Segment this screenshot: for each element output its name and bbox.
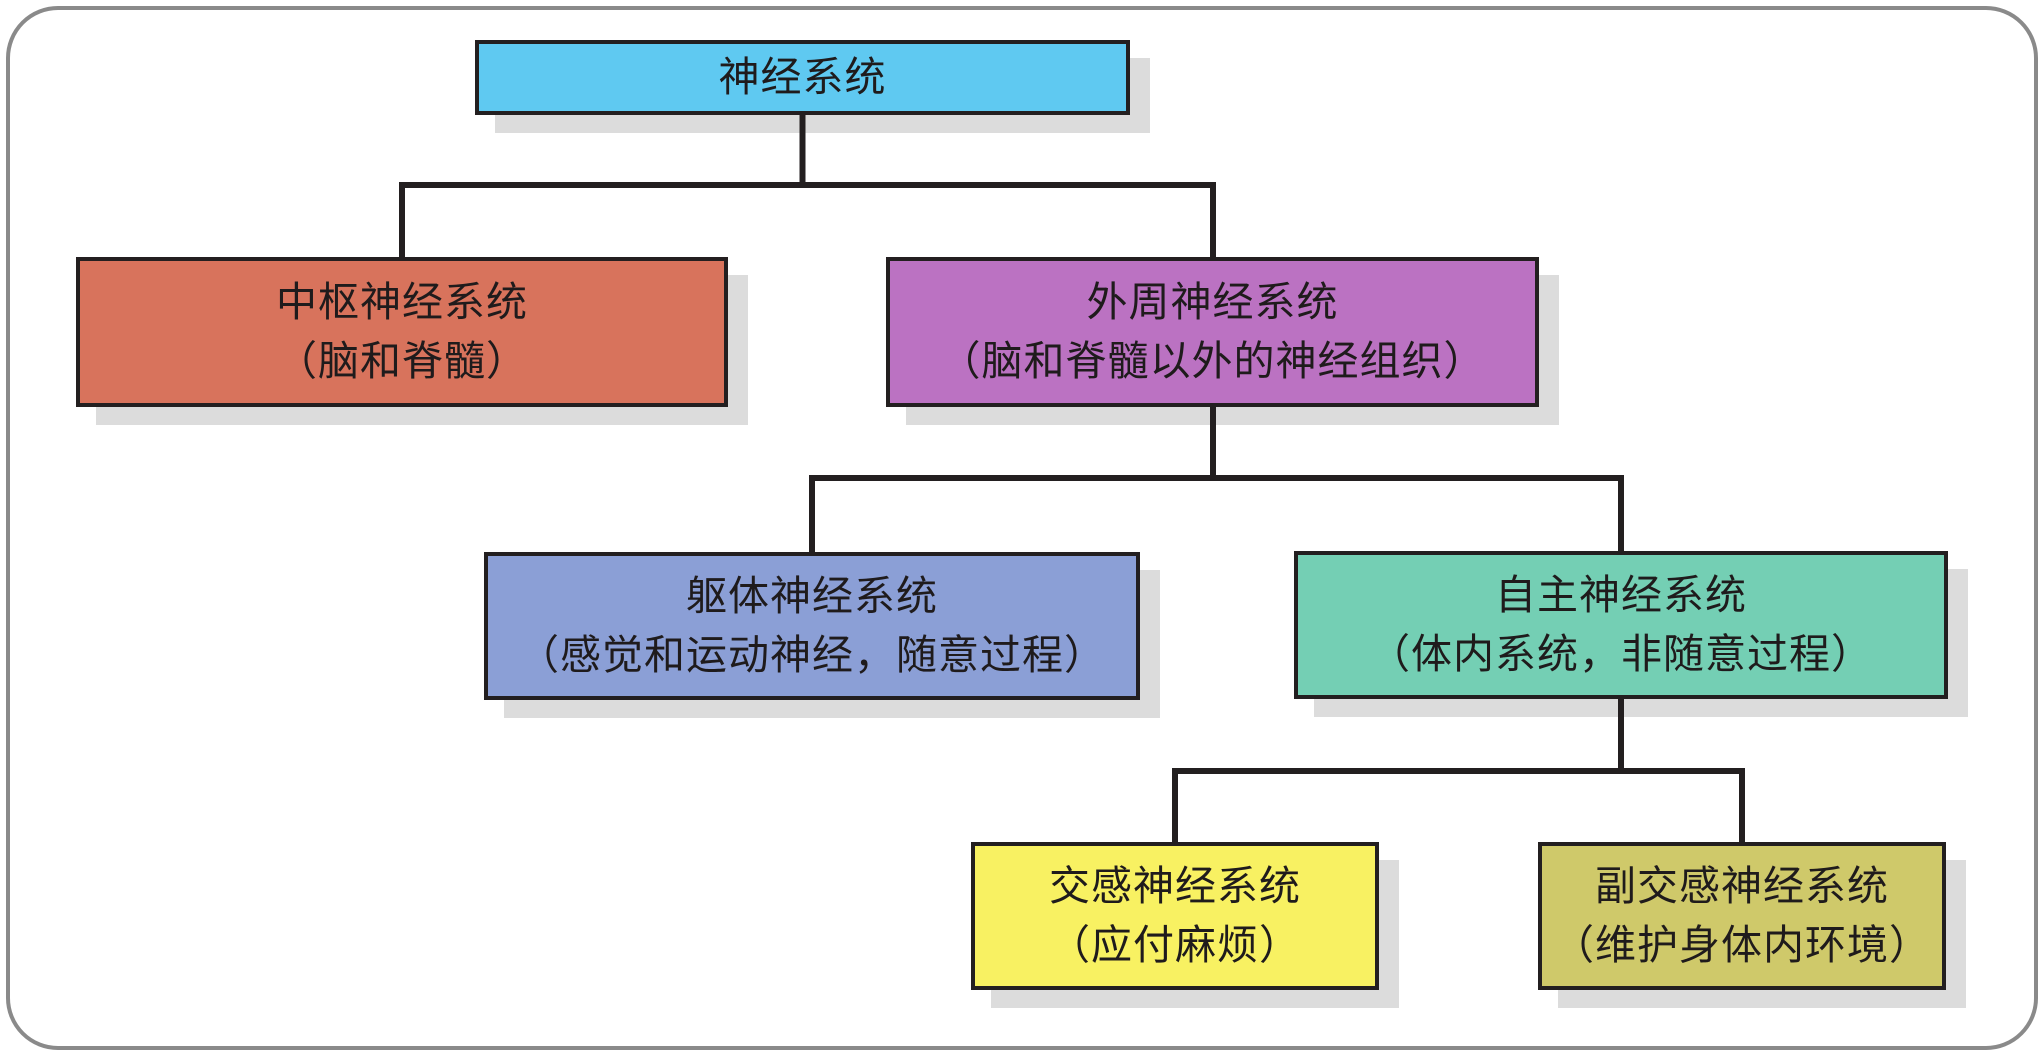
node-note: （维护身体内环境） [1553,922,1931,968]
node-parasympathetic-nervous-system: 副交感神经系统 （维护身体内环境） [1538,842,1946,990]
node-label: 外周神经系统 [1086,278,1339,325]
node-label: 交感神经系统 [1049,862,1301,909]
node-somatic-nervous-system: 躯体神经系统 （感觉和运动神经，随意过程） [484,552,1140,700]
node-nervous-system: 神经系统 [475,40,1130,115]
node-label: 神经系统 [718,53,887,100]
node-note: （应付麻烦） [1049,922,1301,968]
node-label: 中枢神经系统 [276,278,528,325]
node-note: （感觉和运动神经，随意过程） [518,632,1106,678]
node-sympathetic-nervous-system: 交感神经系统 （应付麻烦） [971,842,1379,990]
connector-level-2 [809,405,1624,553]
connector-level-3 [1172,697,1745,843]
node-label: 躯体神经系统 [686,572,938,619]
node-label: 自主神经系统 [1495,571,1747,618]
node-label: 副交感神经系统 [1595,862,1889,909]
connector-level-1 [399,112,1216,258]
node-note: （脑和脊髓） [276,338,528,384]
node-note: （体内系统，非随意过程） [1369,631,1873,677]
node-autonomic-nervous-system: 自主神经系统 （体内系统，非随意过程） [1294,551,1948,699]
node-peripheral-nervous-system: 外周神经系统 （脑和脊髓以外的神经组织） [886,257,1539,407]
node-central-nervous-system: 中枢神经系统 （脑和脊髓） [76,257,728,407]
node-note: （脑和脊髓以外的神经组织） [939,338,1486,384]
